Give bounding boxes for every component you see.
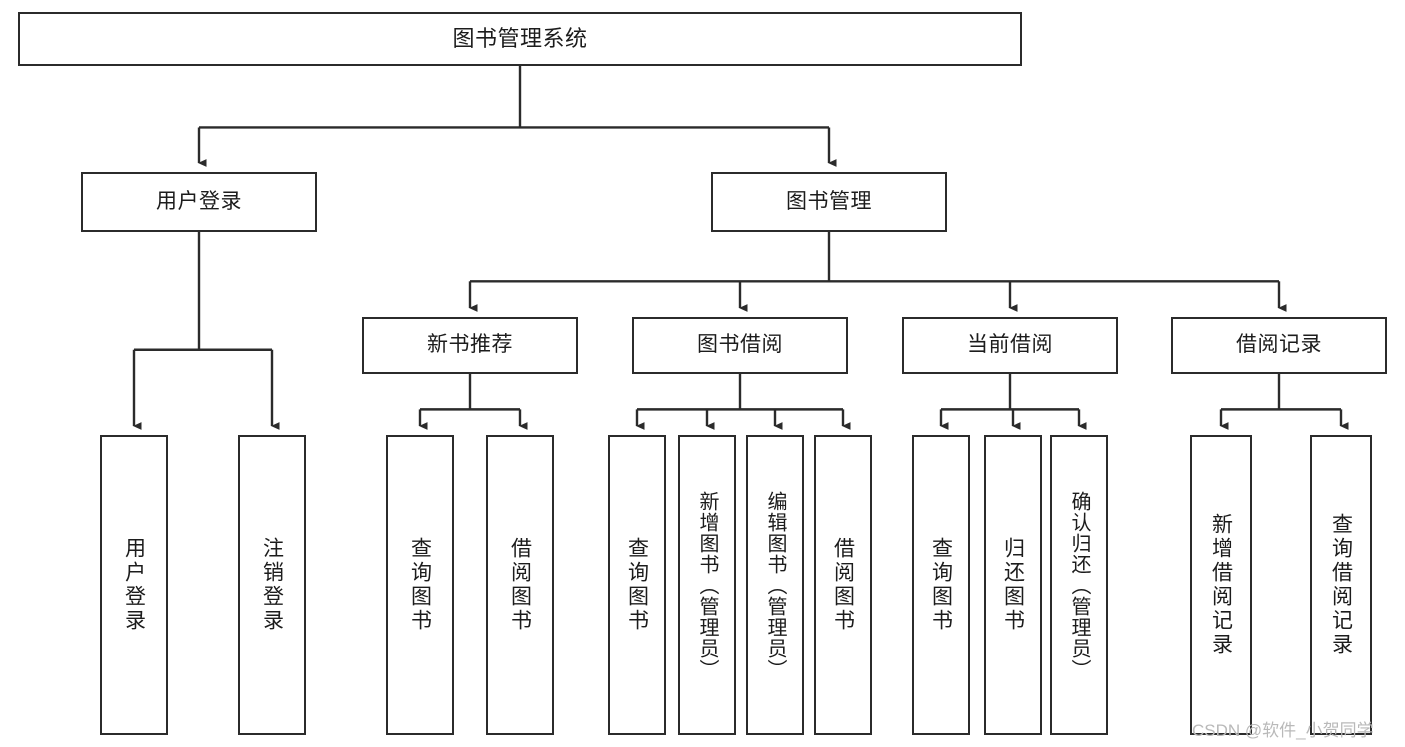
- node-label: 查询图书: [929, 537, 953, 633]
- node-leaf-query-book-3[interactable]: 查询图书: [912, 435, 970, 735]
- node-leaf-add-book-admin[interactable]: 新增图书（管理员）: [678, 435, 736, 735]
- node-label: 注销登录: [260, 537, 284, 633]
- node-label: 查询借阅记录: [1329, 513, 1353, 657]
- node-current-borrow[interactable]: 当前借阅: [902, 317, 1118, 374]
- node-label: 当前借阅: [967, 333, 1053, 357]
- node-label: 确认归还（管理员）: [1068, 490, 1090, 680]
- watermark-text: CSDN @软件_小贺同学: [1192, 721, 1374, 740]
- node-label: 图书借阅: [697, 333, 783, 357]
- node-label: 图书管理: [786, 189, 872, 213]
- node-leaf-user-login[interactable]: 用户登录: [100, 435, 168, 735]
- node-leaf-return-book[interactable]: 归还图书: [984, 435, 1042, 735]
- node-label: 归还图书: [1001, 537, 1025, 633]
- node-label: 新书推荐: [427, 333, 513, 357]
- node-label: 借阅记录: [1236, 333, 1322, 357]
- node-leaf-edit-book-admin[interactable]: 编辑图书（管理员）: [746, 435, 804, 735]
- node-label: 编辑图书（管理员）: [764, 490, 786, 680]
- node-leaf-borrow-book-1[interactable]: 借阅图书: [486, 435, 554, 735]
- node-label: 图书管理系统: [452, 26, 588, 52]
- node-leaf-confirm-return-admin[interactable]: 确认归还（管理员）: [1050, 435, 1108, 735]
- node-label: 用户登录: [156, 189, 242, 213]
- node-root-system[interactable]: 图书管理系统: [18, 12, 1022, 66]
- node-label: 查询图书: [625, 537, 649, 633]
- node-label: 新增图书（管理员）: [696, 490, 718, 680]
- node-book-manage[interactable]: 图书管理: [711, 172, 947, 232]
- node-leaf-query-book-1[interactable]: 查询图书: [386, 435, 454, 735]
- node-user-login[interactable]: 用户登录: [81, 172, 317, 232]
- node-label: 借阅图书: [508, 537, 532, 633]
- node-borrow-record[interactable]: 借阅记录: [1171, 317, 1387, 374]
- node-label: 用户登录: [122, 537, 146, 633]
- node-book-borrow[interactable]: 图书借阅: [632, 317, 848, 374]
- node-leaf-query-borrow-record[interactable]: 查询借阅记录: [1310, 435, 1372, 735]
- node-leaf-borrow-book-2[interactable]: 借阅图书: [814, 435, 872, 735]
- node-leaf-add-borrow-record[interactable]: 新增借阅记录: [1190, 435, 1252, 735]
- node-label: 查询图书: [408, 537, 432, 633]
- node-leaf-user-logout[interactable]: 注销登录: [238, 435, 306, 735]
- node-label: 借阅图书: [831, 537, 855, 633]
- node-leaf-query-book-2[interactable]: 查询图书: [608, 435, 666, 735]
- node-new-book-recommend[interactable]: 新书推荐: [362, 317, 578, 374]
- node-label: 新增借阅记录: [1209, 513, 1233, 657]
